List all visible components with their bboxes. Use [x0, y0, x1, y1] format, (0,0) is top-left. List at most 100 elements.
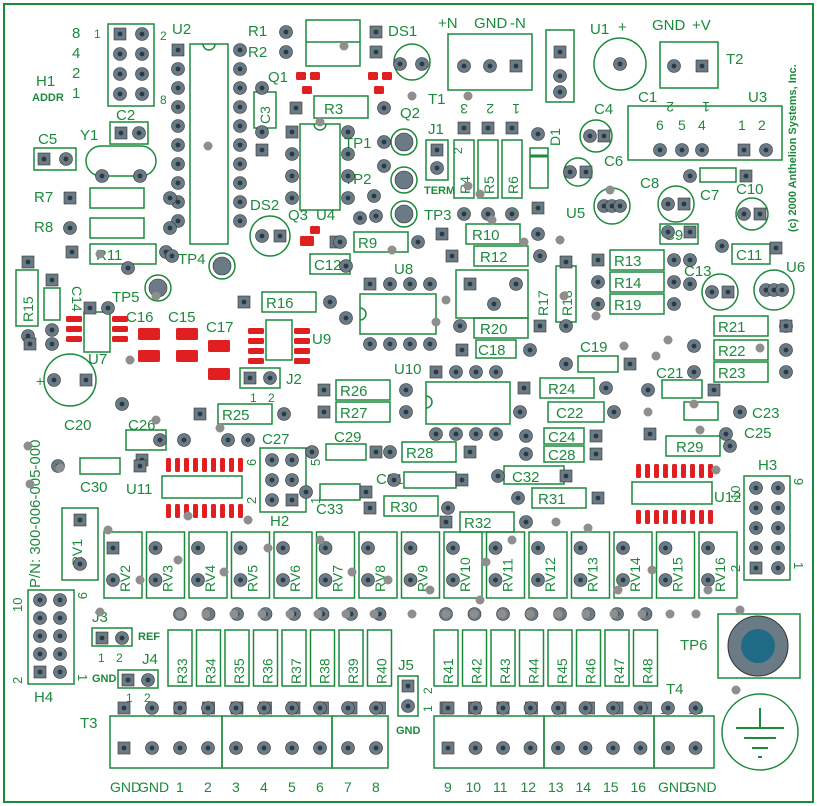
pad-hole — [555, 745, 561, 751]
c28-outline — [543, 445, 585, 463]
smd-pad — [66, 326, 82, 332]
pad-hole — [693, 745, 698, 751]
label-r3: R3 — [324, 101, 343, 118]
pad-hole — [775, 565, 781, 571]
trimmer-outline — [400, 531, 441, 599]
pad-hole — [289, 457, 295, 463]
pad-hole — [741, 211, 747, 217]
pad-hole — [775, 525, 781, 531]
pad-hole — [467, 449, 473, 455]
pad-hole — [493, 545, 498, 551]
pad-hole — [705, 577, 711, 583]
smd-pad — [193, 458, 198, 472]
pad-hole — [157, 437, 163, 443]
pad-hole — [139, 91, 145, 97]
label-r15: R15 — [20, 296, 36, 322]
pad-hole — [237, 123, 243, 129]
pad-hole — [763, 287, 769, 293]
pad-hole — [405, 683, 411, 689]
j1-jumper — [425, 139, 449, 181]
pad-hole — [459, 347, 465, 353]
smd-pad — [310, 226, 320, 234]
trimmer-label: RV5 — [245, 565, 261, 592]
via — [735, 605, 745, 615]
pad-hole — [121, 705, 127, 711]
resistor-outline — [167, 629, 193, 687]
r20-outline — [473, 317, 529, 339]
via — [463, 181, 473, 191]
trimmer-outline — [570, 531, 611, 599]
via — [583, 523, 593, 533]
pad-hole — [238, 545, 243, 551]
smd-pad — [294, 348, 310, 354]
pad-hole — [261, 745, 267, 751]
pad-hole — [515, 495, 521, 501]
pad-hole — [238, 577, 243, 583]
pad-hole — [671, 63, 677, 69]
label-u4: U4 — [316, 207, 335, 224]
label-c21: C21 — [656, 365, 684, 382]
smd-pad — [248, 338, 264, 344]
label-c5: C5 — [38, 131, 57, 148]
smd-pad — [654, 464, 659, 478]
pad-hole — [609, 203, 615, 209]
copyright-text: (c) 2000 Anthelion Systems, Inc. — [787, 64, 799, 232]
smd-pad — [166, 458, 171, 472]
trimmer-outline — [103, 531, 143, 599]
pad-hole — [627, 361, 633, 367]
smd-pad — [176, 328, 198, 340]
pad-hole — [647, 431, 653, 437]
via — [689, 399, 699, 409]
via — [243, 515, 253, 525]
via — [481, 557, 491, 567]
pad-hole — [563, 259, 569, 265]
pad-hole — [149, 705, 155, 711]
pad-hole — [289, 745, 295, 751]
smd-pad — [708, 510, 713, 524]
trimmer-label: RV13 — [585, 557, 601, 592]
via — [125, 355, 135, 365]
pad-hole — [595, 279, 601, 285]
smd-pad — [112, 326, 128, 332]
pad-hole — [535, 205, 541, 211]
pad-hole — [110, 545, 116, 551]
label-c7: C7 — [700, 187, 719, 204]
pad-hole — [509, 211, 515, 217]
label-c1: C1 — [638, 89, 657, 106]
smd-pad — [211, 504, 216, 518]
trimmer-label: RV9 — [415, 565, 431, 592]
pad-hole — [407, 281, 413, 287]
y1-crystal — [85, 145, 157, 177]
smd-pad — [202, 504, 207, 518]
pad-hole — [303, 489, 309, 495]
pad-hole — [753, 545, 759, 551]
pad-hole — [753, 505, 759, 511]
pad-hole — [37, 633, 43, 639]
smd-pad — [645, 510, 650, 524]
pad-hole — [555, 705, 561, 711]
r30-outline — [383, 495, 439, 517]
smd-pad — [175, 504, 180, 518]
pad-hole — [373, 705, 379, 711]
pad-hole — [487, 63, 493, 69]
pad-hole — [773, 245, 779, 251]
h1-side-4: 4 — [72, 45, 80, 62]
smd-pad — [663, 464, 668, 478]
pad-hole — [57, 633, 63, 639]
pad-hole — [269, 477, 275, 483]
label-plusV: +V — [692, 17, 711, 34]
pad-hole — [57, 651, 63, 657]
via — [95, 607, 105, 617]
t3-pin-label: 4 — [260, 779, 268, 795]
via — [183, 511, 193, 521]
label-c6: C6 — [604, 153, 623, 170]
via — [609, 609, 619, 619]
t3-pin-label: 6 — [316, 779, 324, 795]
pad-hole — [117, 91, 123, 97]
c4-cap — [579, 119, 613, 153]
pad-hole — [175, 218, 181, 224]
pad-hole — [397, 61, 403, 67]
label-r7: R7 — [34, 189, 53, 206]
pad-hole — [537, 253, 543, 259]
pad-hole — [237, 104, 243, 110]
